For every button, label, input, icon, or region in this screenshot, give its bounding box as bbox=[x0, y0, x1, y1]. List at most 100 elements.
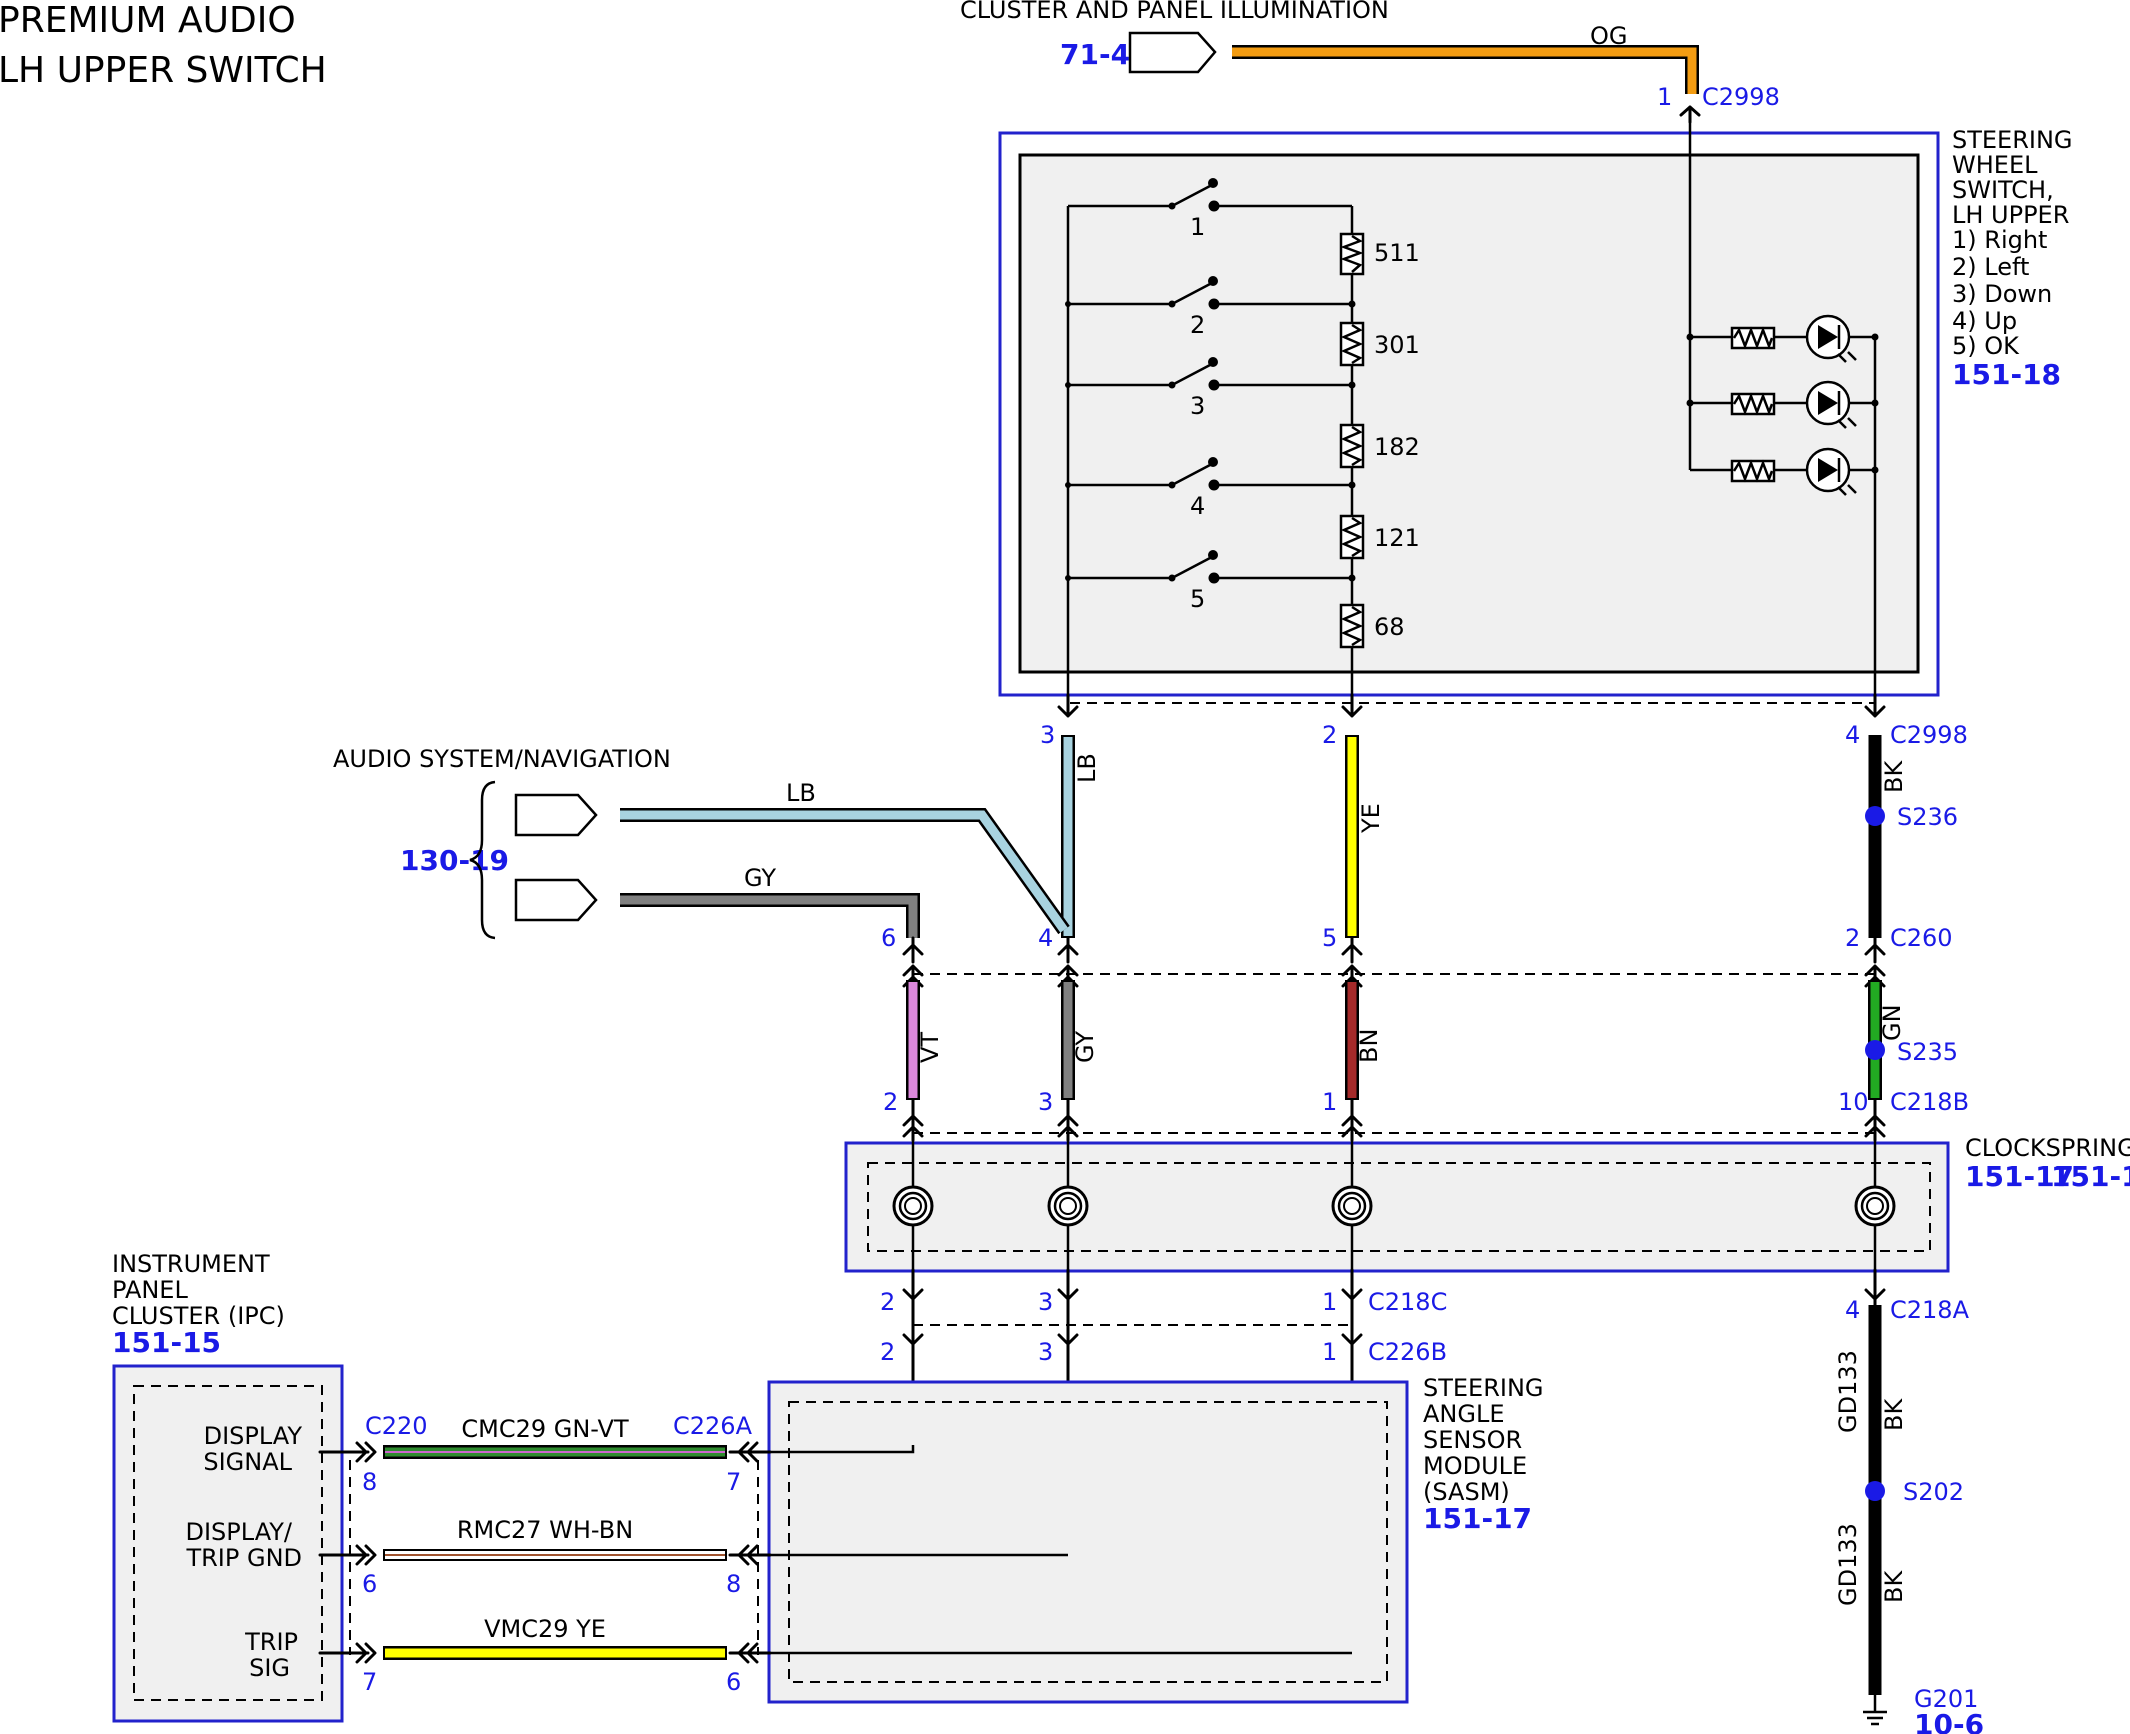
led-3 bbox=[1690, 447, 1879, 496]
ipc-name-2: CLUSTER (IPC) bbox=[112, 1302, 285, 1330]
ipc-signal-2-line2: SIG bbox=[249, 1654, 290, 1682]
c218b-pin-vt: 2 bbox=[883, 1088, 898, 1116]
illumination-connector-name: C2998 bbox=[1702, 83, 1780, 111]
c218a-connector-name: C218A bbox=[1890, 1296, 1970, 1324]
audio-connector-lb-icon bbox=[514, 793, 598, 837]
switch-module-inner bbox=[1018, 153, 1920, 674]
rmc27-wire-label: RMC27 WH-BN bbox=[457, 1516, 633, 1544]
ipc-ref-link[interactable]: 151-15 bbox=[112, 1326, 221, 1359]
resistor-301: 301 bbox=[1339, 321, 1420, 367]
ground-connector-name: G201 bbox=[1914, 1685, 1978, 1713]
c2998-pin-ye: 2 bbox=[1322, 721, 1337, 749]
bn-wire-label: BN bbox=[1355, 1029, 1383, 1063]
audio-lb-wire bbox=[620, 810, 1068, 933]
clockspring-coil-3 bbox=[1331, 1185, 1373, 1227]
switch-module-name-0: STEERING bbox=[1952, 126, 2073, 154]
clockspring-coil-2 bbox=[1047, 1185, 1089, 1227]
switch-module-name-3: LH UPPER bbox=[1952, 201, 2069, 229]
switch-module-ref-link[interactable]: 151-18 bbox=[1952, 358, 2061, 391]
clockspring-coil-4 bbox=[1854, 1185, 1896, 1227]
c226a-pin-2: 6 bbox=[726, 1668, 741, 1696]
c218c-pin-2: 1 bbox=[1322, 1288, 1337, 1316]
diagram-title-line1: PREMIUM AUDIO bbox=[0, 0, 296, 41]
ground-wire-id-lower: GD133 bbox=[1834, 1523, 1862, 1606]
c218c-connector-name: C218C bbox=[1368, 1288, 1447, 1316]
switch-number-5: 5 bbox=[1190, 585, 1205, 613]
clockspring-box bbox=[844, 1141, 1950, 1273]
gy-wire-label: GY bbox=[1071, 1031, 1099, 1063]
ground-wire-color-upper: BK bbox=[1880, 1398, 1908, 1431]
switch-3: 3 bbox=[1065, 357, 1352, 420]
ipc-name-0: INSTRUMENT bbox=[112, 1250, 270, 1278]
switch-legend-3: 4) Up bbox=[1952, 307, 2017, 335]
switch-legend-2: 3) Down bbox=[1952, 280, 2052, 308]
c218c-pin-0: 2 bbox=[880, 1288, 895, 1316]
illumination-label: CLUSTER AND PANEL ILLUMINATION bbox=[960, 0, 1389, 24]
switch-module-label: STEERING WHEEL SWITCH, LH UPPER 1) Right… bbox=[1952, 126, 2073, 391]
ipc-box bbox=[112, 1364, 344, 1723]
ground-wire-id-upper: GD133 bbox=[1834, 1350, 1862, 1433]
splice-s236-label: S236 bbox=[1897, 803, 1958, 831]
resistor-value-121: 121 bbox=[1374, 524, 1420, 552]
splice-s235-label: S235 bbox=[1897, 1038, 1958, 1066]
ipc-label: INSTRUMENT PANEL CLUSTER (IPC) 151-15 bbox=[112, 1250, 285, 1359]
clockspring-name: CLOCKSPRING bbox=[1965, 1134, 2130, 1162]
resistor-68: 68 bbox=[1339, 603, 1405, 649]
ipc-inner bbox=[133, 1385, 323, 1701]
lb-wire-label: LB bbox=[1073, 753, 1101, 783]
resistor-511: 511 bbox=[1339, 232, 1420, 276]
audio-gy-wire bbox=[620, 895, 918, 938]
c2998-pin-lb: 3 bbox=[1040, 721, 1055, 749]
cmc29-wire-label: CMC29 GN-VT bbox=[461, 1415, 629, 1443]
ye-wire-label: YE bbox=[1357, 803, 1385, 834]
sasm-name-2: SENSOR bbox=[1423, 1426, 1522, 1454]
clockspring-ref1-link[interactable]: 151-17 bbox=[1965, 1160, 2074, 1193]
c220-pin-0: 8 bbox=[362, 1468, 377, 1496]
sasm-name-0: STEERING bbox=[1423, 1374, 1544, 1402]
ipc-signal-1-line1: DISPLAY/ bbox=[186, 1518, 293, 1546]
resistor-182: 182 bbox=[1339, 423, 1420, 469]
illumination-connector-icon bbox=[1128, 31, 1217, 74]
led-2 bbox=[1686, 380, 1879, 429]
switch-number-1: 1 bbox=[1190, 213, 1205, 241]
c220-pin-2: 7 bbox=[362, 1668, 377, 1696]
audio-gy-wire-outline bbox=[620, 893, 920, 938]
sasm-name-1: ANGLE bbox=[1423, 1400, 1505, 1428]
c226b-connector-name: C226B bbox=[1368, 1338, 1447, 1366]
c260-pin-lb: 4 bbox=[1038, 924, 1053, 952]
sasm-internal-wire-1 bbox=[745, 1445, 915, 1454]
switch-number-4: 4 bbox=[1190, 492, 1205, 520]
c226b-pin-2: 1 bbox=[1322, 1338, 1337, 1366]
c218c-pin-1: 3 bbox=[1038, 1288, 1053, 1316]
switch-legend-0: 1) Right bbox=[1952, 226, 2047, 254]
ipc-name-1: PANEL bbox=[112, 1276, 188, 1304]
switch-number-2: 2 bbox=[1190, 311, 1205, 339]
c2998-connector-name: C2998 bbox=[1890, 721, 1968, 749]
og-wire bbox=[1232, 47, 1697, 94]
c218b-pin-arrows bbox=[902, 1098, 1886, 1142]
switch-5: 5 bbox=[1065, 550, 1352, 613]
sasm-name-3: MODULE bbox=[1423, 1452, 1527, 1480]
audio-ref-link[interactable]: 130-19 bbox=[400, 844, 509, 877]
og-wire-outline bbox=[1232, 45, 1699, 94]
sasm-label: STEERING ANGLE SENSOR MODULE (SASM) 151-… bbox=[1423, 1374, 1544, 1535]
ipc-signal-0-line2: SIGNAL bbox=[203, 1448, 292, 1476]
switch-legend-1: 2) Left bbox=[1952, 253, 2029, 281]
sasm-ref-link[interactable]: 151-17 bbox=[1423, 1502, 1532, 1535]
c260-pin-gy: 6 bbox=[881, 924, 896, 952]
splice-s202-dot bbox=[1865, 1481, 1885, 1501]
c226a-pin-1: 8 bbox=[726, 1570, 741, 1598]
sasm-box bbox=[767, 1380, 1409, 1704]
sasm-name-4: (SASM) bbox=[1423, 1478, 1510, 1506]
ground-ref-link[interactable]: 10-6 bbox=[1914, 1708, 1984, 1734]
audio-brace bbox=[469, 780, 496, 940]
c220-pin-1: 6 bbox=[362, 1570, 377, 1598]
c260-connector-name: C260 bbox=[1890, 924, 1953, 952]
audio-gy-label: GY bbox=[744, 864, 776, 892]
audio-lb-label: LB bbox=[786, 779, 816, 807]
c218a-pin-arrow bbox=[1864, 1268, 1886, 1307]
og-wire-label: OG bbox=[1590, 22, 1628, 50]
clockspring-ref2-link[interactable]: 151-18 bbox=[2051, 1160, 2130, 1193]
resistor-value-68: 68 bbox=[1374, 613, 1405, 641]
illumination-ref-link[interactable]: 71-4 bbox=[1060, 38, 1130, 71]
